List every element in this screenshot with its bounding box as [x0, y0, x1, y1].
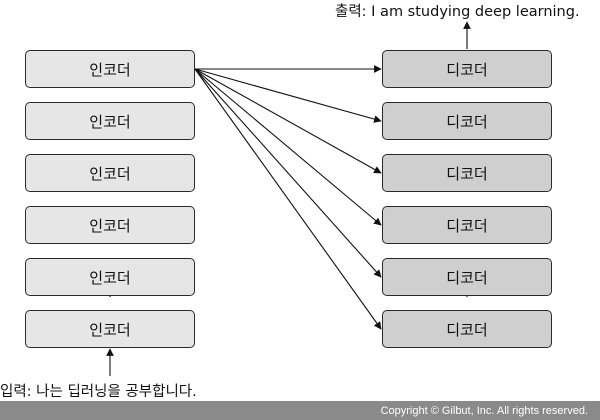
decoder-box: 디코더	[382, 154, 552, 192]
encoder-box: 인코더	[25, 50, 195, 88]
context-arrow	[194, 68, 382, 174]
copyright-bar: Copyright © Gilbut, Inc. All rights rese…	[0, 401, 600, 420]
decoder-box: 디코더	[382, 310, 552, 348]
decoder-box: 디코더	[382, 258, 552, 296]
encoder-box: 인코더	[25, 310, 195, 348]
context-arrow	[194, 68, 382, 330]
encoder-box: 인코더	[25, 154, 195, 192]
copyright-text: Copyright © Gilbut, Inc. All rights rese…	[380, 404, 588, 417]
output-label: 출력: I am studying deep learning.	[335, 4, 580, 20]
encoder-box: 인코더	[25, 206, 195, 244]
input-label: 입력: 나는 딥러닝을 공부합니다.	[0, 384, 197, 400]
decoder-box: 디코더	[382, 102, 552, 140]
context-arrow	[194, 68, 382, 278]
context-arrow	[194, 68, 382, 226]
context-arrow	[194, 68, 382, 123]
encoder-box: 인코더	[25, 258, 195, 296]
encoder-box: 인코더	[25, 102, 195, 140]
decoder-box: 디코더	[382, 50, 552, 88]
decoder-box: 디코더	[382, 206, 552, 244]
